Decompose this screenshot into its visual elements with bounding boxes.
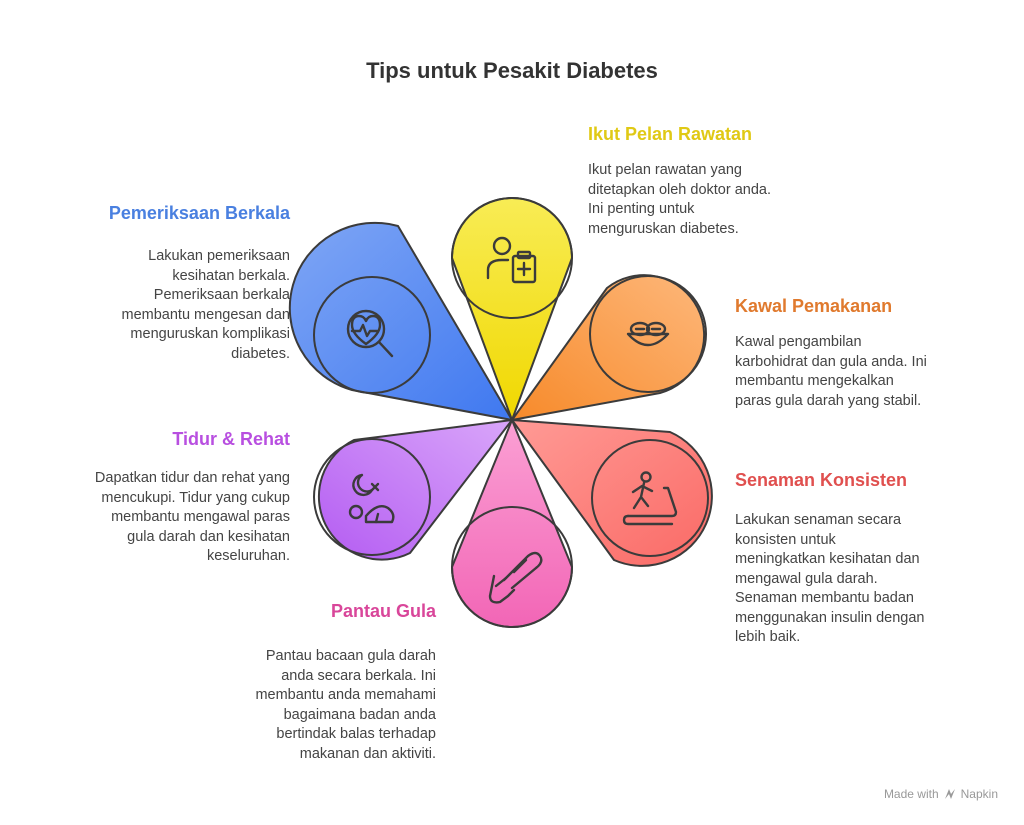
sleep-icon <box>348 473 395 524</box>
petal-tidur-rehat <box>317 419 513 561</box>
desc-ikut-pelan-rawatan: Ikut pelan rawatan yang ditetapkan oleh … <box>588 162 771 237</box>
label-senaman-konsisten: Senaman Konsisten <box>735 470 908 490</box>
desc-pantau-gula: Pantau bacaan gula darah anda secara ber… <box>255 648 436 762</box>
label-pemeriksaan-berkala: Pemeriksaan Berkala <box>108 203 290 223</box>
clipboard-doctor-icon <box>486 236 537 284</box>
label-kawal-pemakanan: Kawal Pemakanan <box>735 296 893 316</box>
page-title: Tips untuk Pesakit Diabetes <box>366 58 658 83</box>
food-bowl-icon <box>626 321 670 347</box>
heart-magnifier-icon <box>346 309 394 358</box>
petal-senaman-konsisten <box>511 419 713 567</box>
glucose-meter-icon <box>488 551 543 604</box>
desc-tidur-rehat: Dapatkan tidur dan rehat yang mencukupi.… <box>94 470 290 564</box>
napkin-brand-text: Napkin <box>960 787 998 801</box>
napkin-logo-icon <box>944 789 955 799</box>
footer-credit: Made with Napkin <box>884 787 998 801</box>
petal-pemeriksaan-berkala <box>288 221 513 421</box>
label-tidur-rehat: Tidur & Rehat <box>172 429 290 449</box>
desc-senaman-konsisten: Lakukan senaman secara konsisten untuk m… <box>735 512 925 645</box>
desc-kawal-pemakanan: Kawal pengambilan karbohidrat dan gula a… <box>735 334 927 409</box>
label-pantau-gula: Pantau Gula <box>330 601 436 621</box>
treadmill-icon <box>622 471 678 526</box>
desc-pemeriksaan-berkala: Lakukan pemeriksaan kesihatan berkala. P… <box>121 248 290 362</box>
label-ikut-pelan-rawatan: Ikut Pelan Rawatan <box>588 124 753 144</box>
made-with-text: Made with <box>883 787 939 801</box>
